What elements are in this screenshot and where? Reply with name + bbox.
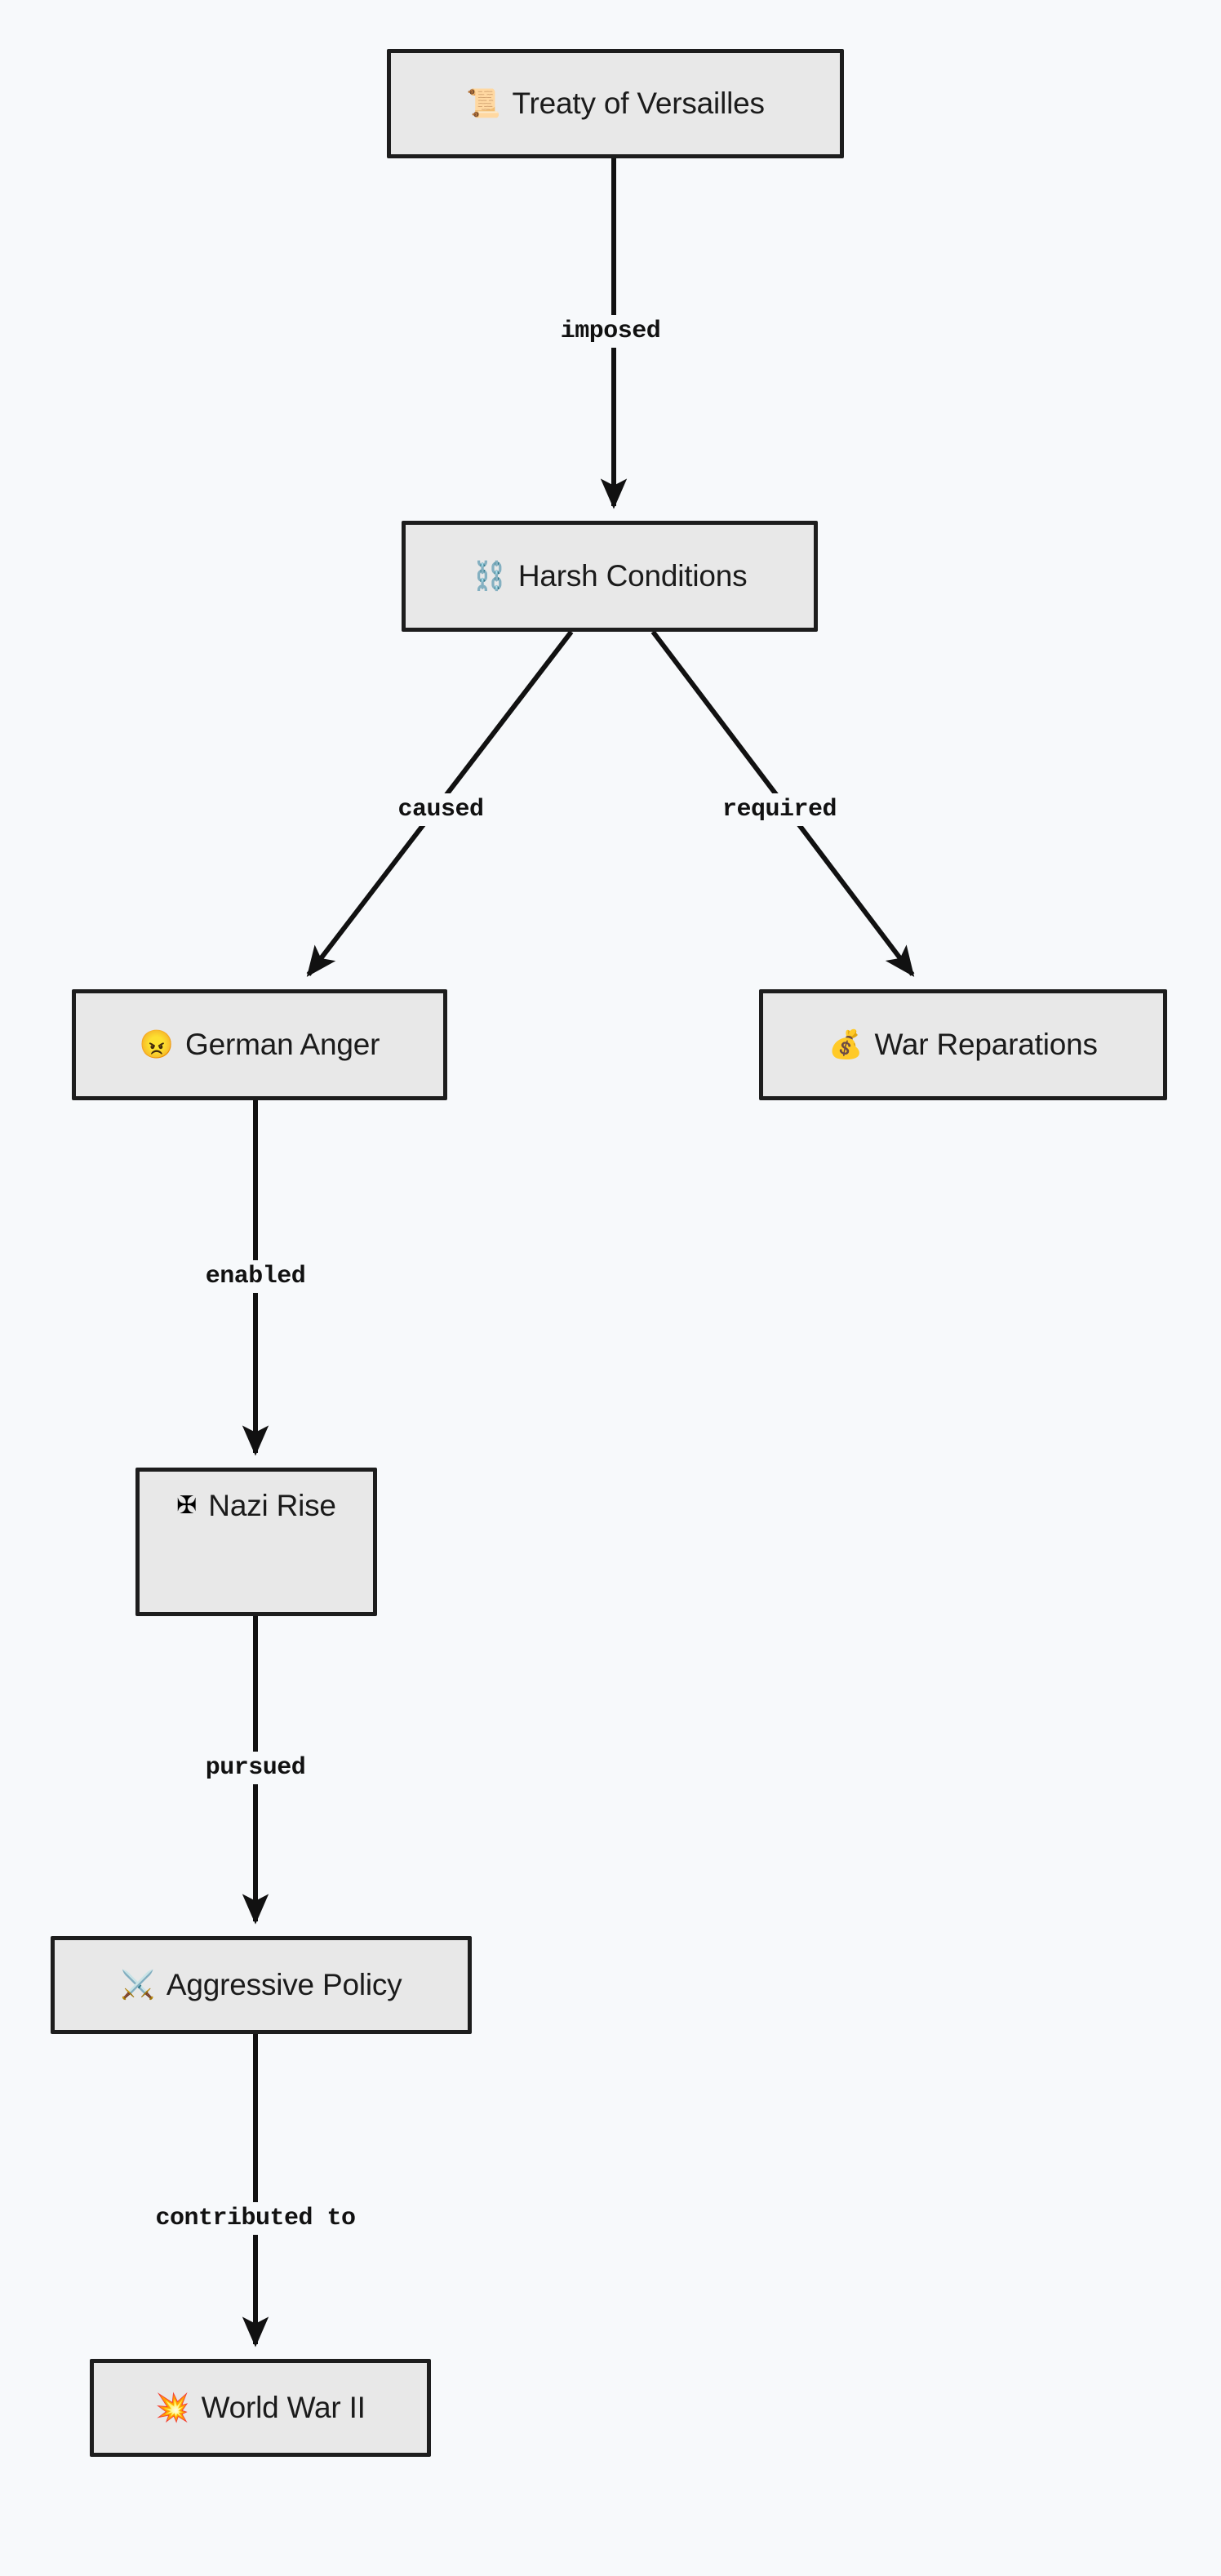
edge-label-enabled: enabled [197,1260,314,1293]
node-nazi-rise[interactable]: ✠ Nazi Rise [135,1468,377,1616]
chains-icon: ⛓️ [472,561,507,592]
edge-label-caused: caused [389,793,492,826]
edge-label-contributed-to: contributed to [147,2202,364,2235]
edge-label-imposed: imposed [552,315,669,348]
crossed-swords-icon: ⚔️ [120,1970,155,2001]
node-treaty-of-versailles[interactable]: 📜 Treaty of Versailles [387,49,844,158]
money-bag-icon: 💰 [828,1029,864,1060]
node-harsh-conditions[interactable]: ⛓️ Harsh Conditions [402,521,818,632]
scroll-icon: 📜 [466,88,501,119]
angry-face-icon: 😠 [139,1029,175,1060]
node-label: German Anger [185,1027,380,1061]
node-war-reparations[interactable]: 💰 War Reparations [759,989,1167,1100]
edge-label-required: required [713,793,846,826]
node-label: Nazi Rise [208,1489,336,1522]
node-label: Aggressive Policy [166,1967,402,2001]
edge-label-pursued: pursued [197,1752,314,1784]
node-world-war-ii[interactable]: 💥 World War II [90,2359,431,2457]
node-aggressive-policy[interactable]: ⚔️ Aggressive Policy [51,1936,472,2034]
node-label: War Reparations [874,1027,1098,1061]
cross-pattee-icon: ✠ [176,1492,198,1520]
collision-icon: 💥 [155,2392,190,2423]
node-label: Treaty of Versailles [512,86,765,120]
node-label: Harsh Conditions [517,558,748,593]
node-label: World War II [201,2390,366,2424]
node-german-anger[interactable]: 😠 German Anger [72,989,447,1100]
